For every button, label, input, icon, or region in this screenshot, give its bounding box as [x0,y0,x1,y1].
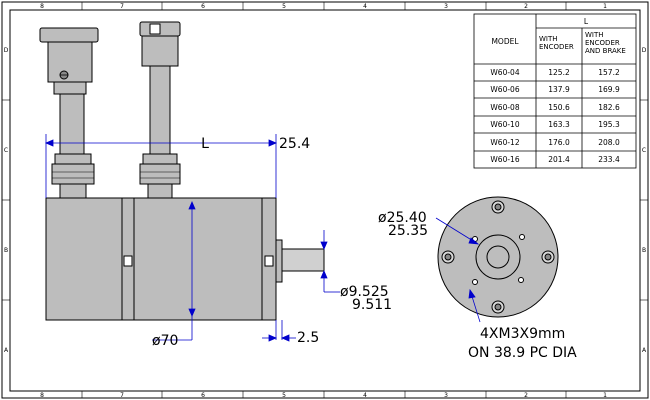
table-header-model: MODEL [491,37,519,46]
zone-row-right: B [642,247,646,254]
power-gland-nut [142,153,178,165]
table-cell-brake: 169.9 [598,85,620,94]
motor-side-view [39,21,325,321]
pilot-diameter-min-label: 25.35 [388,223,428,239]
holes-spec-line1: 4XM3X9mm [480,326,565,342]
encoder-gland-base [59,183,87,199]
mounting-screw-icon [491,200,505,214]
body-diameter-label: ø70 [152,333,178,349]
motor-body [45,197,263,321]
zone-col-top: 2 [524,3,528,10]
table-header-brake-3: AND BRAKE [585,47,626,55]
zone-col-top: 8 [40,3,44,10]
side-dimensions [44,134,340,342]
table-header-group: L [584,17,589,26]
table-cell-model: W60-16 [490,155,519,164]
zone-row-left: B [4,247,8,254]
power-connector-body [141,35,179,67]
zone-row-right: C [642,147,646,154]
table-cell-brake: 208.0 [598,138,620,147]
zone-col-bottom: 3 [444,392,448,399]
zone-col-bottom: 7 [120,392,124,399]
power-cable [149,65,171,155]
table-cell-encoder: 150.6 [548,103,570,112]
pilot-thickness-label: 2.5 [297,330,319,346]
table-header-brake-2: ENCODER [585,39,620,47]
zone-col-top: 6 [201,3,205,10]
table-cell-encoder: 125.2 [548,68,570,77]
zone-col-top: 4 [363,3,367,10]
zone-col-top: 3 [444,3,448,10]
table-cell-encoder: 137.9 [548,85,570,94]
zone-row-left: A [4,347,9,354]
zone-col-top: 1 [603,3,607,10]
body-slot-left [123,255,133,267]
zone-col-top: 5 [282,3,286,10]
shaft-diameter-max-label: ø9.525 [340,284,389,300]
table-cell-model: W60-10 [490,120,519,129]
inner-border [9,9,641,392]
flange-slot [264,255,274,267]
length-dimension-label: L [201,136,209,152]
table-cell-brake: 182.6 [598,103,620,112]
mounting-screw-icon [541,250,555,264]
table-cell-encoder: 201.4 [548,155,570,164]
table-header-encoder-2: ENCODER [539,43,574,51]
zone-col-bottom: 8 [40,392,44,399]
encoder-connector-cap [39,27,99,43]
shaft-diameter-min-label: 9.511 [352,297,392,313]
table-cell-model: W60-04 [490,68,519,77]
table-cell-brake: 195.3 [598,120,620,129]
zone-col-bottom: 5 [282,392,286,399]
zone-col-bottom: 6 [201,392,205,399]
encoder-gland [51,163,95,185]
pilot-diameter-max-label: ø25.40 [378,210,427,226]
zone-row-left: C [4,147,8,154]
flange-dimension-label: 25.4 [279,136,310,152]
tapped-hole [519,234,525,240]
table-cell-model: W60-06 [490,85,519,94]
encoder-gland-nut [54,153,92,165]
front-leaders [435,217,481,323]
tapped-hole [518,277,524,283]
zone-col-top: 7 [120,3,124,10]
power-gland [139,163,181,185]
mounting-screw-icon [441,250,455,264]
table-cell-brake: 233.4 [598,155,620,164]
shaft-circle [486,245,510,269]
table-cell-encoder: 163.3 [548,120,570,129]
encoder-connector-body [47,41,93,83]
zone-row-right: A [642,347,647,354]
table-header-encoder-1: WITH [539,35,558,43]
zone-col-bottom: 2 [524,392,528,399]
tapped-hole [472,279,478,285]
encoder-connector-neck [53,81,87,95]
zone-row-right: D [642,47,647,54]
table-cell-model: W60-08 [490,103,519,112]
motor-front-view [437,196,559,318]
table-cell-encoder: 176.0 [548,138,570,147]
table-header-brake-1: WITH [585,31,604,39]
power-gland-base [147,183,173,199]
row-zone-labels: D C B A D C B A [4,47,647,354]
zone-row-left: D [4,47,9,54]
column-zone-labels: 8 7 6 5 4 3 2 1 8 7 6 5 4 3 2 1 [40,3,607,399]
encoder-cable [59,93,85,155]
output-shaft [281,248,325,272]
holes-spec-line2: ON 38.9 PC DIA [468,345,577,361]
zone-col-bottom: 1 [603,392,607,399]
pilot-boss [275,239,283,283]
model-length-table [473,13,637,169]
zone-col-bottom: 4 [363,392,367,399]
table-cell-brake: 157.2 [598,68,620,77]
mounting-screw-icon [491,300,505,314]
table-cell-model: W60-12 [490,138,519,147]
